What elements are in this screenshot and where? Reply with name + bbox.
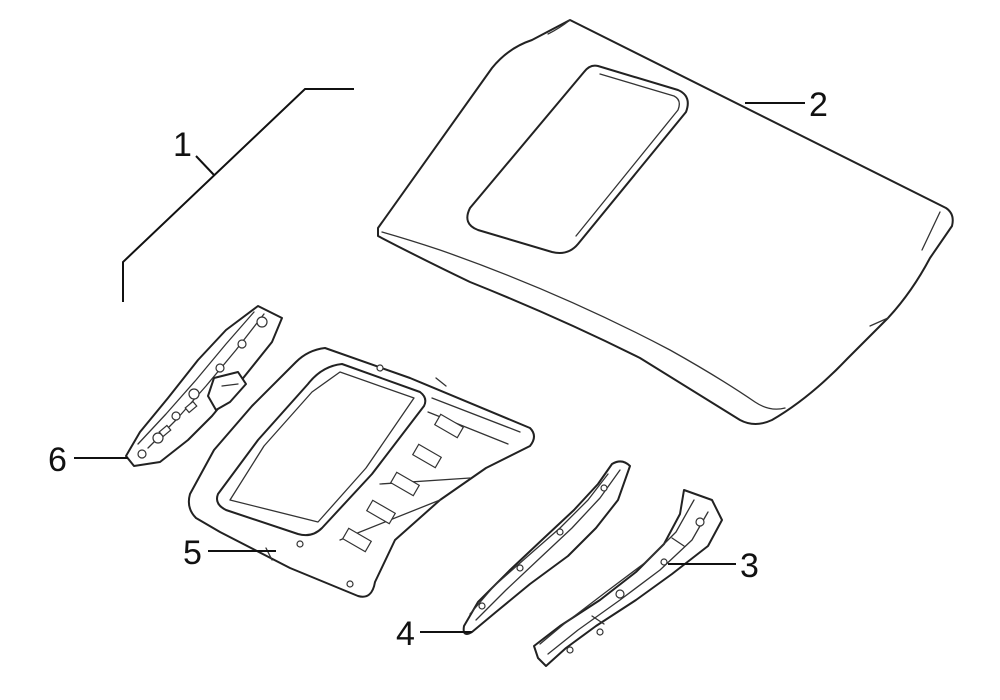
callout-1: 1 — [173, 126, 192, 164]
sunroof-frame — [187, 347, 535, 598]
callout-2: 2 — [809, 86, 828, 124]
leader-1-stub — [195, 155, 215, 176]
callout-4: 4 — [396, 615, 415, 653]
leader-1 — [122, 88, 354, 302]
callout-6: 6 — [48, 441, 67, 479]
front-roof-header — [125, 305, 283, 467]
roof-panel — [377, 19, 954, 425]
callout-3: 3 — [740, 547, 759, 585]
callout-5: 5 — [183, 534, 202, 572]
leader-lines — [74, 88, 805, 633]
rear-roof-header — [533, 489, 723, 667]
